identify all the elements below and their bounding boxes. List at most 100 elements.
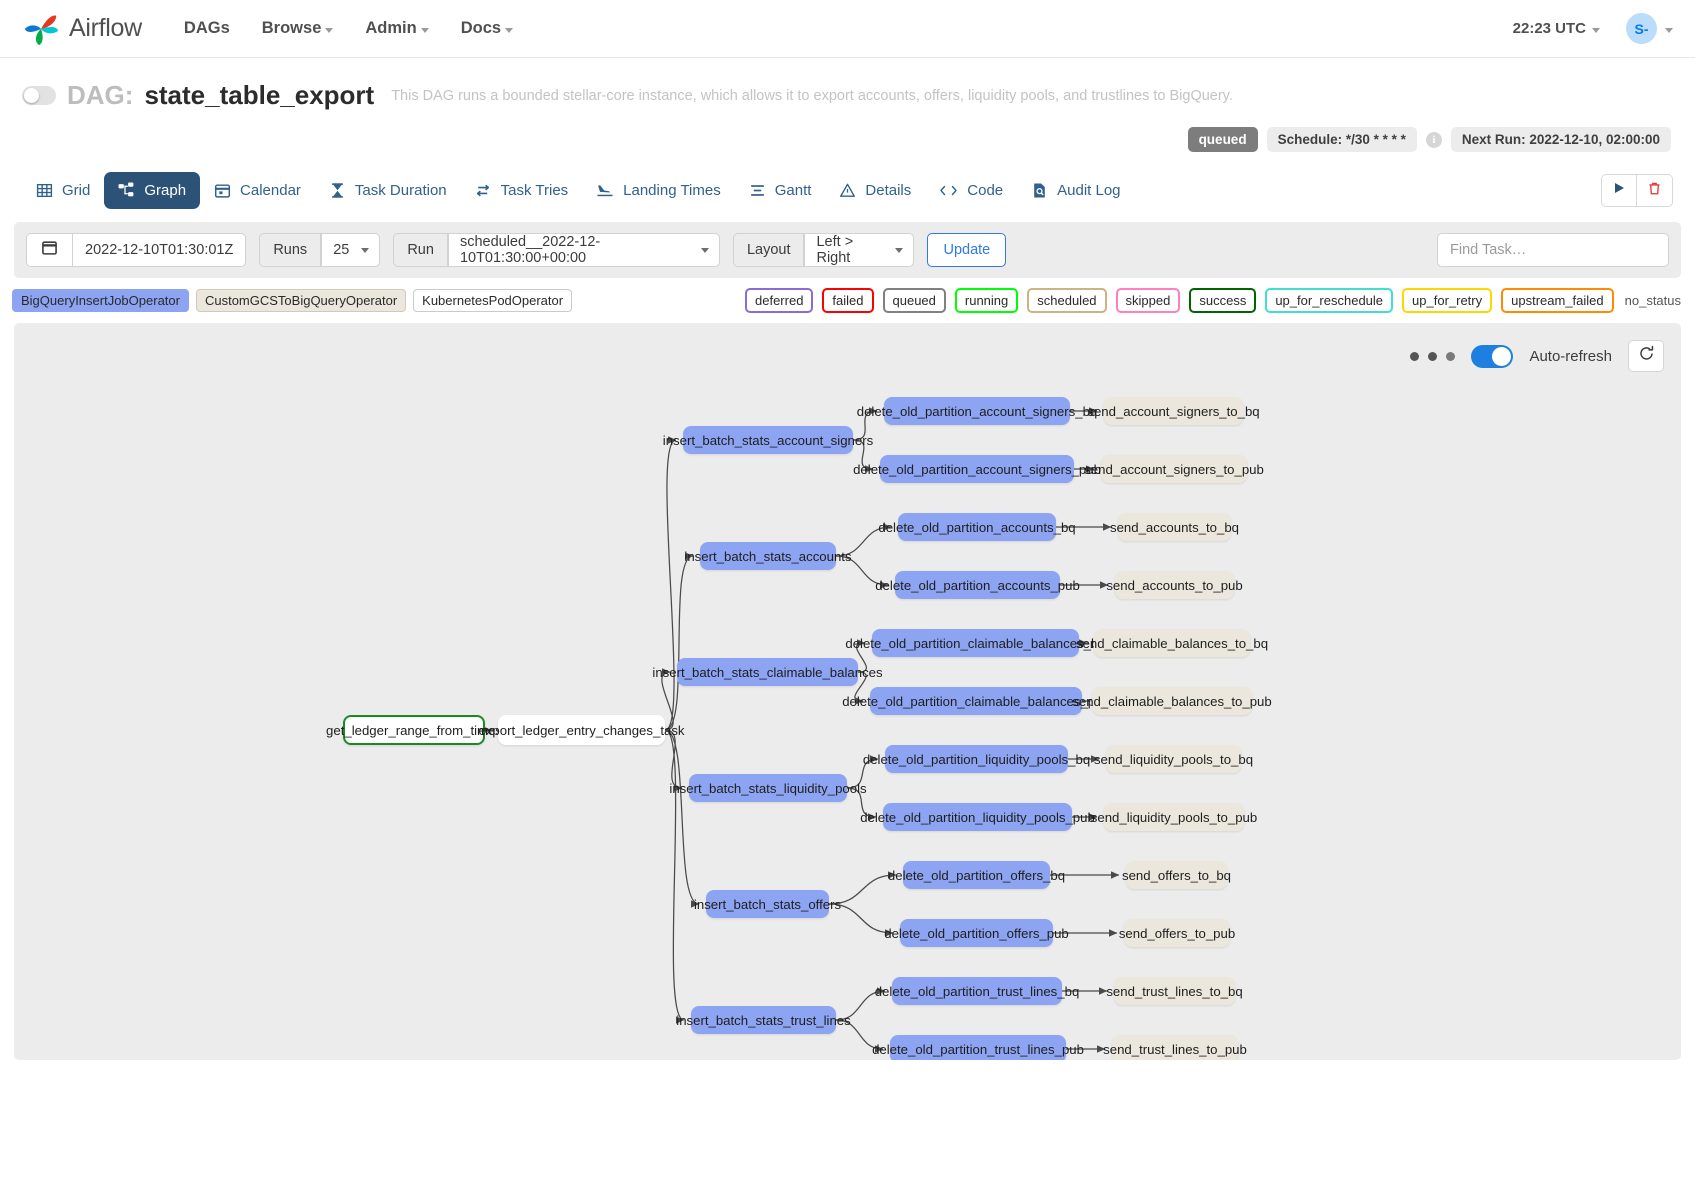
find-task-input[interactable]: Find Task… bbox=[1437, 233, 1669, 267]
tab-details[interactable]: Details bbox=[825, 172, 925, 209]
info-icon[interactable]: i bbox=[1426, 132, 1442, 148]
tab-gantt[interactable]: Gantt bbox=[735, 172, 826, 209]
date-picker-button[interactable] bbox=[26, 233, 72, 267]
schedule-badge[interactable]: Schedule: */30 * * * * bbox=[1267, 127, 1417, 152]
task-node-delete-old-partition-trust-lines-bq[interactable]: delete_old_partition_trust_lines_bq bbox=[892, 977, 1062, 1005]
trigger-dag-button[interactable] bbox=[1601, 174, 1637, 207]
operator-badge-kubernetespodoperator[interactable]: KubernetesPodOperator bbox=[413, 289, 572, 312]
run-select[interactable]: scheduled__2022-12-10T01:30:00+00:00 bbox=[448, 233, 720, 267]
task-node-label: insert_batch_stats_trust_lines bbox=[676, 1013, 850, 1028]
task-node-delete-old-partition-trust-lines-pub[interactable]: delete_old_partition_trust_lines_pub bbox=[890, 1035, 1066, 1060]
nav-link-browse[interactable]: Browse bbox=[262, 19, 334, 38]
status-legend-up-for-retry[interactable]: up_for_retry bbox=[1402, 288, 1492, 313]
tab-landing-times-label: Landing Times bbox=[623, 182, 721, 199]
nav-link-admin[interactable]: Admin bbox=[365, 19, 428, 38]
task-node-send-trust-lines-to-bq[interactable]: send_trust_lines_to_bq bbox=[1114, 977, 1235, 1005]
status-legend-failed[interactable]: failed bbox=[822, 288, 873, 313]
status-legend-deferred[interactable]: deferred bbox=[745, 288, 813, 313]
refresh-button[interactable] bbox=[1628, 340, 1664, 372]
legend-dots-icon[interactable] bbox=[1410, 352, 1455, 361]
task-node-send-account-signers-to-bq[interactable]: send_account_signers_to_bq bbox=[1104, 397, 1243, 425]
task-node-send-accounts-to-pub[interactable]: send_accounts_to_pub bbox=[1115, 571, 1234, 599]
task-node-send-liquidity-pools-to-bq[interactable]: send_liquidity_pools_to_bq bbox=[1106, 745, 1241, 773]
task-node-delete-old-partition-accounts-bq[interactable]: delete_old_partition_accounts_bq bbox=[898, 513, 1056, 541]
task-node-label: delete_old_partition_trust_lines_pub bbox=[872, 1042, 1084, 1057]
update-button[interactable]: Update bbox=[927, 233, 1006, 267]
task-node-delete-old-partition-liquidity-pools-pub[interactable]: delete_old_partition_liquidity_pools_pub bbox=[883, 803, 1072, 831]
tab-task-duration[interactable]: Task Duration bbox=[315, 172, 461, 209]
runs-select[interactable]: 25 bbox=[321, 233, 380, 267]
task-node-insert-batch-stats-claimable-balances[interactable]: insert_batch_stats_claimable_balances bbox=[677, 658, 858, 686]
task-node-send-claimable-balances-to-bq[interactable]: send_claimable_balances_to_bq bbox=[1094, 629, 1250, 657]
utc-clock[interactable]: 22:23 UTC bbox=[1513, 20, 1600, 37]
gantt-icon bbox=[749, 182, 766, 199]
task-node-send-offers-to-bq[interactable]: send_offers_to_bq bbox=[1126, 861, 1227, 889]
task-node-label: delete_old_partition_accounts_pub bbox=[875, 578, 1080, 593]
tab-landing-times[interactable]: Landing Times bbox=[582, 172, 735, 209]
dag-graph[interactable]: get_ledger_range_from_times export_ledger… bbox=[14, 323, 1681, 1060]
task-node-label: send_liquidity_pools_to_bq bbox=[1094, 752, 1253, 767]
auto-refresh-toggle[interactable] bbox=[1471, 345, 1513, 368]
status-legend-success[interactable]: success bbox=[1189, 288, 1256, 313]
status-legend: deferred failed queued running scheduled… bbox=[745, 288, 1683, 313]
tab-graph[interactable]: Graph bbox=[104, 172, 200, 209]
task-node-delete-old-partition-claimable-balances-pub[interactable]: delete_old_partition_claimable_balances_… bbox=[870, 687, 1082, 715]
tab-gantt-label: Gantt bbox=[775, 182, 812, 199]
task-node-send-offers-to-pub[interactable]: send_offers_to_pub bbox=[1124, 919, 1230, 947]
task-node-send-accounts-to-bq[interactable]: send_accounts_to_bq bbox=[1118, 513, 1231, 541]
task-node-label: delete_old_partition_claimable_balances_… bbox=[842, 694, 1110, 709]
task-node-send-trust-lines-to-pub[interactable]: send_trust_lines_to_pub bbox=[1112, 1035, 1238, 1060]
task-node-send-account-signers-to-pub[interactable]: send_account_signers_to_pub bbox=[1101, 455, 1247, 483]
nav-link-docs[interactable]: Docs bbox=[461, 19, 513, 38]
layout-select[interactable]: Left > Right bbox=[804, 233, 914, 267]
task-node-insert-batch-stats-trust-lines[interactable]: insert_batch_stats_trust_lines bbox=[691, 1006, 836, 1034]
calendar-icon bbox=[41, 239, 58, 261]
task-node-delete-old-partition-offers-bq[interactable]: delete_old_partition_offers_bq bbox=[903, 861, 1050, 889]
tab-task-tries[interactable]: Task Tries bbox=[461, 172, 583, 209]
nav-link-browse-label: Browse bbox=[262, 19, 322, 38]
play-icon bbox=[1612, 181, 1626, 200]
status-legend-no-status[interactable]: no_status bbox=[1623, 290, 1683, 311]
user-menu[interactable]: S- bbox=[1626, 13, 1673, 44]
operator-badge-customgcstobigqueryoperator[interactable]: CustomGCSToBigQueryOperator bbox=[196, 289, 406, 312]
trash-icon bbox=[1647, 181, 1662, 201]
status-legend-skipped[interactable]: skipped bbox=[1116, 288, 1181, 313]
status-legend-upstream-failed[interactable]: upstream_failed bbox=[1501, 288, 1614, 313]
task-node-delete-old-partition-liquidity-pools-bq[interactable]: delete_old_partition_liquidity_pools_bq bbox=[885, 745, 1068, 773]
tab-grid[interactable]: Grid bbox=[22, 172, 104, 209]
dag-pause-toggle[interactable] bbox=[22, 86, 56, 105]
status-legend-queued[interactable]: queued bbox=[883, 288, 946, 313]
task-node-get-ledger-range-from-times[interactable]: get_ledger_range_from_times bbox=[343, 715, 485, 745]
tab-audit-log[interactable]: Audit Log bbox=[1017, 172, 1134, 209]
status-legend-up-for-reschedule[interactable]: up_for_reschedule bbox=[1265, 288, 1393, 313]
task-node-delete-old-partition-claimable-balances-bq[interactable]: delete_old_partition_claimable_balances_… bbox=[872, 629, 1079, 657]
task-node-export-ledger-entry-changes-task[interactable]: export_ledger_entry_changes_task bbox=[498, 715, 665, 745]
delete-dag-button[interactable] bbox=[1637, 174, 1673, 207]
operator-badge-bigqueryinsertjoboperator[interactable]: BigQueryInsertJobOperator bbox=[12, 289, 189, 312]
task-node-send-claimable-balances-to-pub[interactable]: send_claimable_balances_to_pub bbox=[1092, 687, 1252, 715]
task-node-label: send_trust_lines_to_bq bbox=[1106, 984, 1242, 999]
task-node-insert-batch-stats-account-signers[interactable]: insert_batch_stats_account_signers bbox=[683, 426, 853, 454]
task-node-label: delete_old_partition_liquidity_pools_bq bbox=[863, 752, 1090, 767]
base-date-input[interactable]: 2022-12-10T01:30:01Z bbox=[72, 233, 246, 267]
status-legend-scheduled[interactable]: scheduled bbox=[1027, 288, 1106, 313]
dag-header: DAG: state_table_export This DAG runs a … bbox=[0, 58, 1695, 152]
graph-edge bbox=[665, 730, 684, 1020]
task-node-delete-old-partition-account-signers-pub[interactable]: delete_old_partition_account_signers_pub bbox=[880, 455, 1074, 483]
calendar-icon bbox=[214, 182, 231, 199]
graph-canvas-container[interactable]: Auto-refresh get_ledger_range_from_times… bbox=[14, 323, 1681, 1060]
tab-calendar[interactable]: Calendar bbox=[200, 172, 315, 209]
task-node-delete-old-partition-offers-pub[interactable]: delete_old_partition_offers_pub bbox=[900, 919, 1053, 947]
task-node-insert-batch-stats-offers[interactable]: insert_batch_stats_offers bbox=[706, 890, 829, 918]
task-node-send-liquidity-pools-to-pub[interactable]: send_liquidity_pools_to_pub bbox=[1104, 803, 1244, 831]
status-legend-running[interactable]: running bbox=[955, 288, 1018, 313]
task-node-insert-batch-stats-liquidity-pools[interactable]: insert_batch_stats_liquidity_pools bbox=[689, 774, 847, 802]
tab-code[interactable]: Code bbox=[925, 172, 1017, 209]
task-node-label: delete_old_partition_offers_pub bbox=[884, 926, 1069, 941]
task-node-insert-batch-stats-accounts[interactable]: insert_batch_stats_accounts bbox=[700, 542, 836, 570]
task-node-delete-old-partition-account-signers-bq[interactable]: delete_old_partition_account_signers_bq bbox=[884, 397, 1070, 425]
task-node-label: delete_old_partition_account_signers_bq bbox=[857, 404, 1098, 419]
task-node-delete-old-partition-accounts-pub[interactable]: delete_old_partition_accounts_pub bbox=[895, 571, 1060, 599]
nav-link-dags[interactable]: DAGs bbox=[184, 19, 230, 38]
brand-logo[interactable]: Airflow bbox=[22, 10, 142, 48]
